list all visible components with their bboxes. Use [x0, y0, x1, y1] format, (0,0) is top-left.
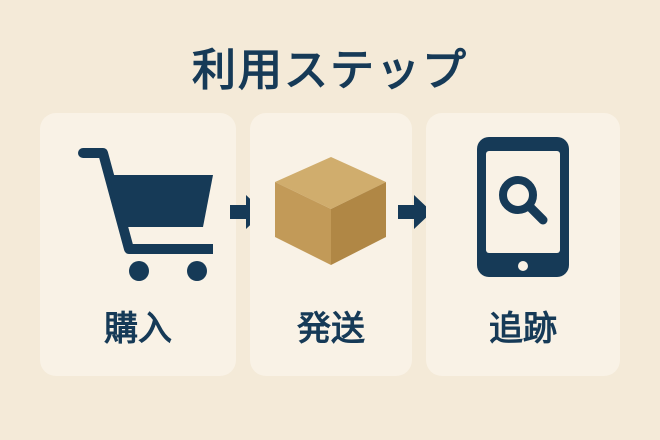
- step-label-tracking: 追跡: [489, 309, 557, 349]
- package-box-icon: [250, 137, 412, 287]
- step-card-shipping: 発送: [250, 113, 412, 376]
- smartphone-search-icon: [426, 137, 620, 287]
- step-label-shipping: 発送: [297, 309, 365, 349]
- shopping-cart-icon: [40, 137, 236, 287]
- step-card-purchase: 購入: [40, 113, 236, 376]
- step-label-purchase: 購入: [104, 309, 172, 349]
- arrow-right-icon: [398, 193, 432, 231]
- diagram-title: 利用ステップ: [192, 45, 468, 96]
- arrow-right-icon: [230, 193, 264, 231]
- step-card-tracking: 追跡: [426, 113, 620, 376]
